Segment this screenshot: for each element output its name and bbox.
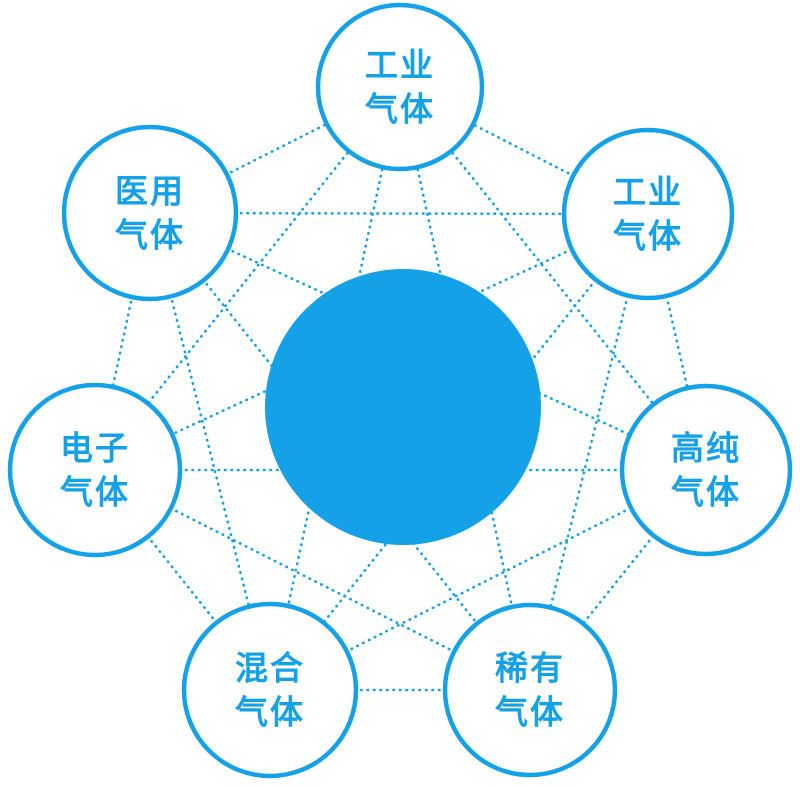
node-rare-gas: 稀有 气体 xyxy=(495,648,565,731)
circle-mixed-gas xyxy=(181,601,359,779)
node-industrial-gas-right: 工业 气体 xyxy=(613,172,683,255)
node-high-purity-gas: 高纯 气体 xyxy=(671,428,741,511)
center-circle xyxy=(265,269,541,545)
circle-industrial-gas-top xyxy=(315,2,485,172)
circle-electronic-gas xyxy=(7,382,183,558)
circle-rare-gas xyxy=(442,602,618,778)
node-industrial-gas-top: 工业 气体 xyxy=(365,45,435,128)
circle-medical-gas xyxy=(61,124,239,302)
node-electronic-gas: 电子 气体 xyxy=(60,428,130,511)
circle-industrial-gas-right xyxy=(561,127,735,301)
outer-circles xyxy=(7,2,793,779)
circle-high-purity-gas xyxy=(619,383,793,557)
node-medical-gas: 医用 气体 xyxy=(115,171,185,254)
node-mixed-gas: 混合 气体 xyxy=(235,648,305,731)
